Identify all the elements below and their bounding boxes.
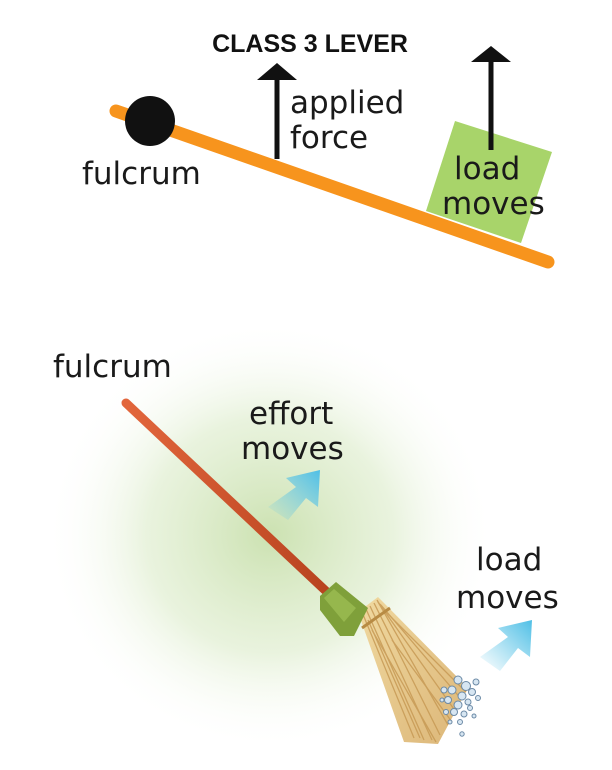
fulcrum-ball — [125, 96, 175, 146]
lever-load-label-line2: moves — [442, 186, 545, 222]
lever-bar — [109, 104, 555, 269]
applied-force-label-line1: applied — [290, 85, 404, 121]
load-box — [426, 121, 552, 243]
applied-force-arrow — [257, 63, 297, 159]
broom-ferrule-highlight — [324, 589, 356, 622]
diagram-title: CLASS 3 LEVER — [212, 30, 408, 58]
dirt-particles — [439, 675, 481, 737]
effort-label-line2: moves — [241, 431, 344, 467]
broom-load-label-line1: load — [476, 542, 542, 578]
applied-force-label-line2: force — [290, 120, 368, 156]
lever-load-label-line1: load — [454, 151, 520, 187]
effort-label-line1: effort — [249, 396, 333, 432]
broom-handle — [121, 398, 333, 598]
lever-fulcrum-label: fulcrum — [82, 156, 201, 192]
broom-fulcrum-label: fulcrum — [53, 349, 172, 385]
broom-bristles — [358, 597, 468, 744]
broom-load-label-line2: moves — [456, 580, 559, 616]
load-motion-arrow — [480, 620, 532, 671]
load-force-arrow — [471, 46, 511, 150]
effort-motion-arrow — [268, 470, 320, 520]
